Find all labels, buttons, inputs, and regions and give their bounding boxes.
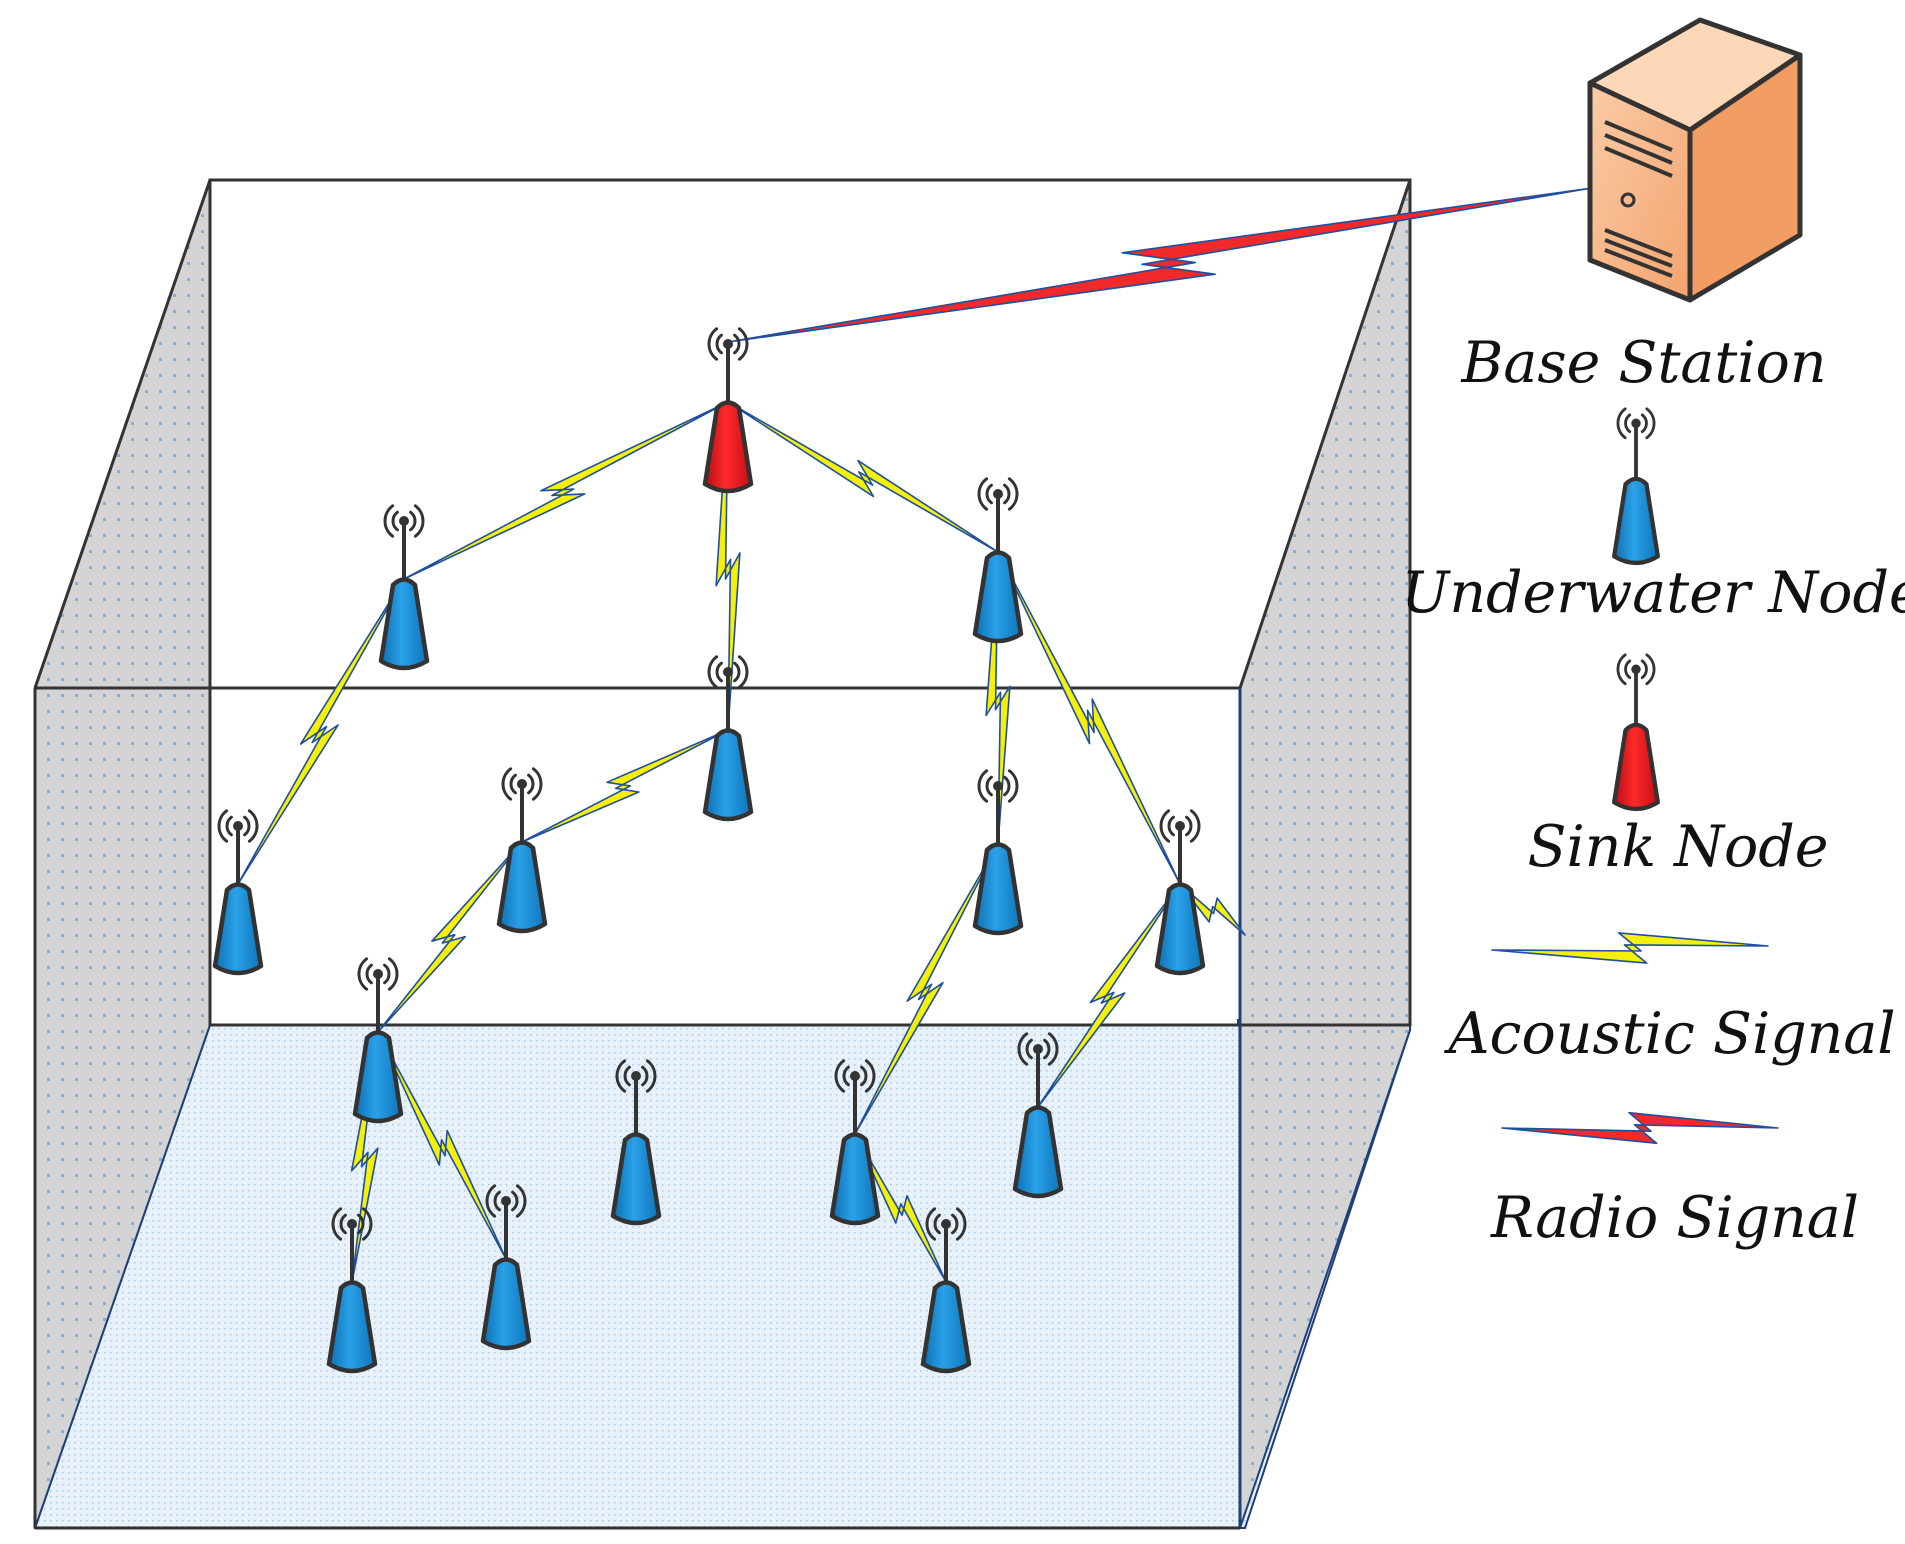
sink-node-icon xyxy=(1612,653,1660,812)
underwater-node-icon xyxy=(1612,407,1660,566)
acoustic-signal-icon xyxy=(1491,932,1769,964)
acoustic-link-sink-n1 xyxy=(403,401,729,580)
underwater-node-icon xyxy=(920,1207,972,1374)
underwater-node-icon xyxy=(610,1059,662,1226)
legend-acoustic-bolt xyxy=(1491,932,1769,964)
underwater-node-icon xyxy=(1154,809,1206,976)
top-left-edge xyxy=(33,179,212,689)
radio-signal-icon xyxy=(1501,1111,1779,1145)
legend-radio-signal-label: Radio Signal xyxy=(1490,1185,1859,1251)
acoustic-link-n7-out xyxy=(1179,883,1246,936)
radio-link-sink-base-station xyxy=(727,187,1593,343)
acoustic-link-n2-n7 xyxy=(997,551,1181,885)
right-wall xyxy=(1239,179,1411,1529)
base-station-server-icon xyxy=(1587,17,1803,303)
underwater-node-icon xyxy=(496,767,548,934)
legend-underwater-node-label: Underwater Node xyxy=(1401,560,1905,626)
underwater-node-icon xyxy=(352,957,404,1124)
underwater-node-icon xyxy=(212,809,264,976)
underwater-node-icon xyxy=(972,769,1024,936)
acoustic-link-n1-n4 xyxy=(237,578,405,885)
top-right-edge xyxy=(1238,179,1412,689)
underwater-node-icon xyxy=(829,1059,881,1226)
acoustic-link-sink-n2 xyxy=(727,401,999,553)
underwater-node-icon xyxy=(972,477,1024,644)
underwater-node-icon xyxy=(480,1184,532,1351)
sink-node-icon xyxy=(702,327,754,494)
underwater-node-icon xyxy=(378,504,430,671)
legend: Base Station Underwater Node Sink Node A… xyxy=(1401,330,1905,1251)
legend-sink-node-label: Sink Node xyxy=(1527,814,1828,880)
underwater-node-icon xyxy=(1012,1032,1064,1199)
legend-acoustic-signal-label: Acoustic Signal xyxy=(1443,1001,1895,1067)
network-nodes xyxy=(212,327,1206,1374)
acoustic-link-n3-n5 xyxy=(521,729,729,843)
underwater-node-icon xyxy=(702,655,754,822)
legend-base-station-label: Base Station xyxy=(1460,330,1826,396)
water-volume-box xyxy=(33,178,1412,1530)
legend-radio-bolt xyxy=(1501,1111,1779,1145)
legend-underwater-node-glyph xyxy=(1612,407,1660,566)
seabed xyxy=(33,1018,1412,1529)
legend-sink-node-glyph xyxy=(1612,653,1660,812)
underwater-node-icon xyxy=(326,1207,378,1374)
acoustic-link-n5-n8 xyxy=(377,841,523,1033)
